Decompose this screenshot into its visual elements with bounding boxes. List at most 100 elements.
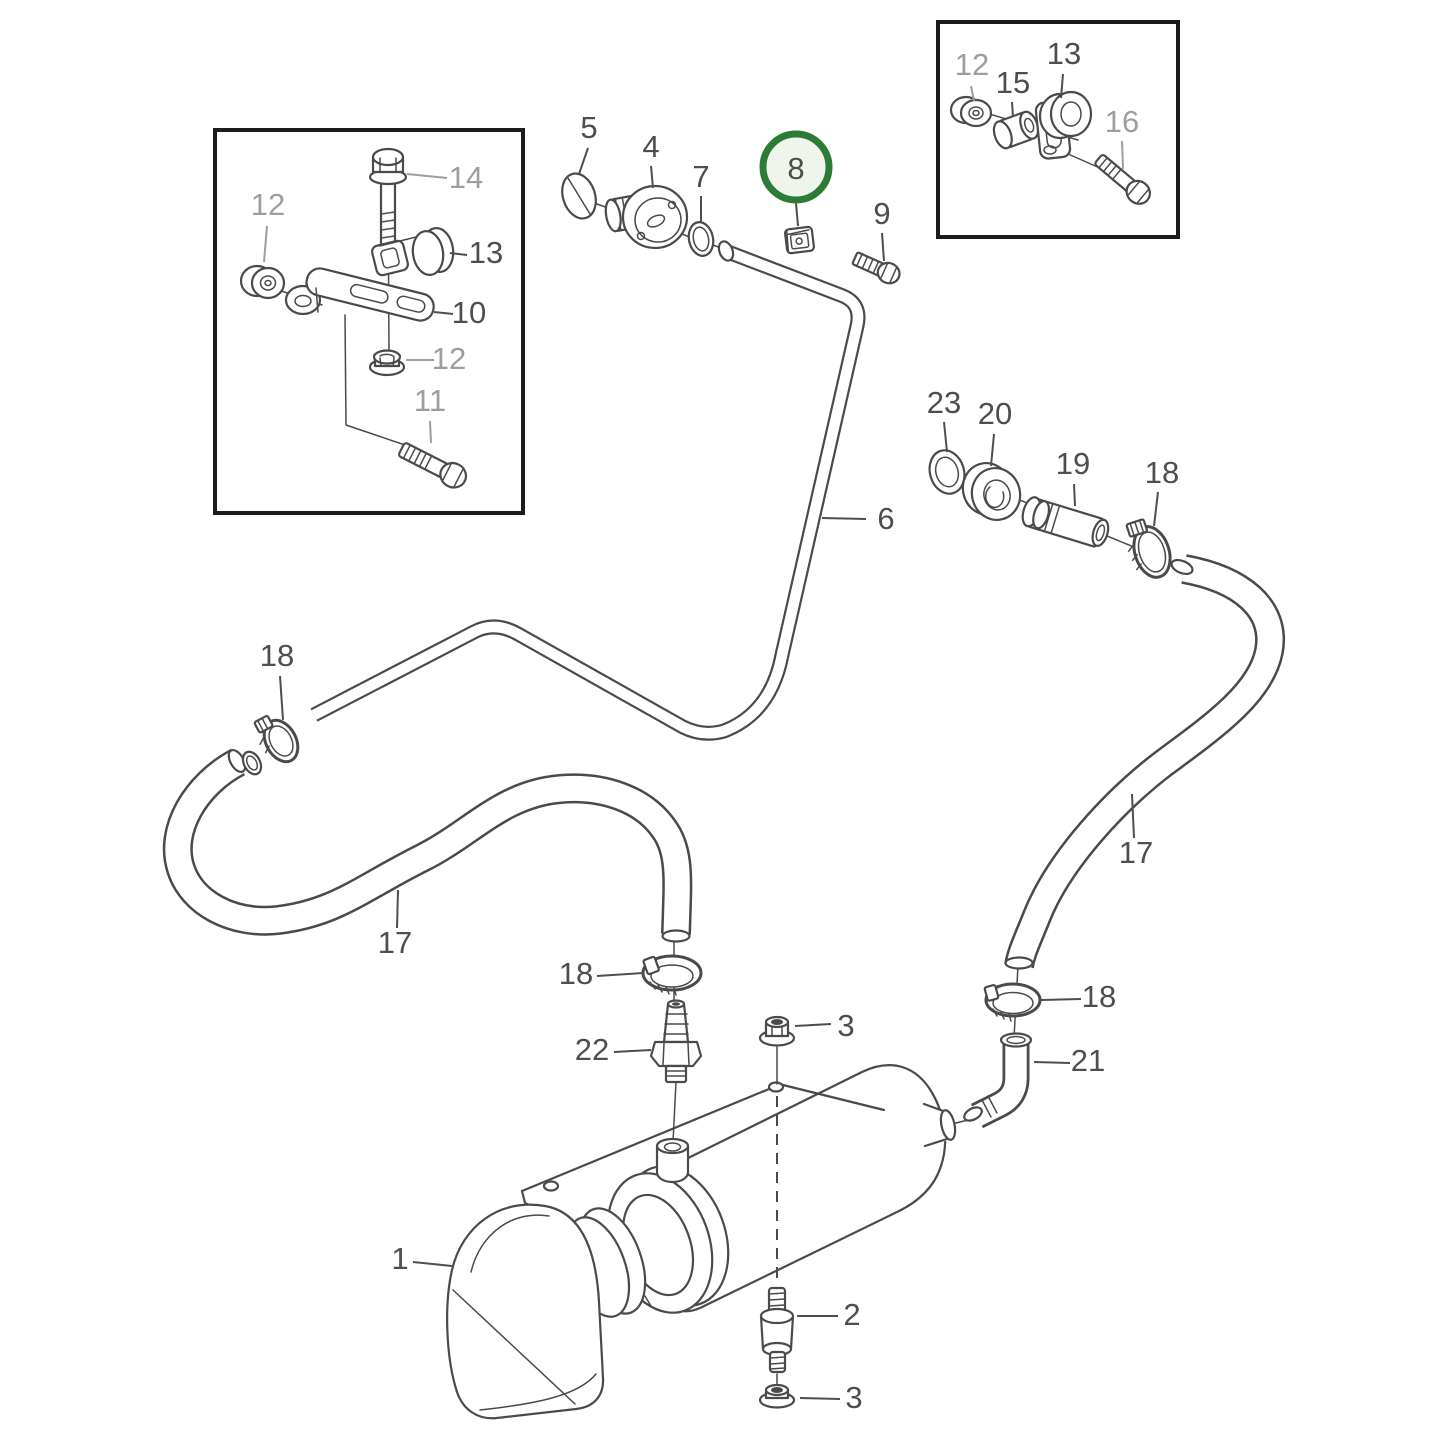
bolt-11 bbox=[398, 442, 468, 489]
hose-opening bbox=[661, 929, 691, 943]
callout-6: 6 bbox=[877, 501, 894, 536]
leader-18-ur bbox=[1153, 491, 1159, 527]
callout-3-upper: 3 bbox=[837, 1008, 854, 1043]
callout-18-upper-right: 18 bbox=[1145, 455, 1179, 490]
nut-12-left-inset bbox=[368, 349, 406, 377]
bracket-10 bbox=[284, 267, 435, 322]
leader-6 bbox=[821, 517, 867, 520]
leader-18-center bbox=[596, 972, 644, 977]
callout-19: 19 bbox=[1056, 446, 1090, 481]
callout-17-left: 17 bbox=[378, 925, 412, 960]
muffler-body bbox=[666, 1064, 947, 1313]
pipe-fitting-19 bbox=[1021, 496, 1110, 548]
callout-3-lower: 3 bbox=[845, 1380, 862, 1415]
inset-box-left bbox=[213, 128, 525, 515]
o-ring-7 bbox=[687, 221, 715, 257]
leader-19 bbox=[1073, 483, 1076, 507]
callout-9: 9 bbox=[873, 196, 890, 231]
nut-20 bbox=[961, 462, 1022, 521]
callout-13-right-inset: 13 bbox=[1047, 36, 1081, 71]
callout-23: 23 bbox=[927, 385, 961, 420]
cover-plate-5 bbox=[561, 172, 597, 220]
leader-16 bbox=[1121, 140, 1124, 170]
leader-4 bbox=[650, 165, 654, 189]
highlight-ring bbox=[759, 130, 833, 204]
callout-21: 21 bbox=[1071, 1043, 1105, 1078]
leader-5 bbox=[578, 147, 589, 175]
leader-lines bbox=[263, 73, 1159, 1400]
hose-opening bbox=[1004, 956, 1034, 970]
elbow-fitting-21 bbox=[963, 1032, 1033, 1129]
leader-21 bbox=[1033, 1061, 1071, 1064]
leader-18-left bbox=[279, 675, 284, 721]
callout-4: 4 bbox=[642, 129, 659, 164]
clamp-13-left-inset bbox=[371, 227, 455, 277]
washer-12-left-inset bbox=[239, 264, 286, 300]
hose-clamp-18-upper-right bbox=[1125, 518, 1172, 579]
leader-10 bbox=[433, 311, 454, 315]
callout-15: 15 bbox=[996, 65, 1030, 100]
leader-17-left bbox=[396, 889, 399, 929]
callout-5: 5 bbox=[580, 110, 597, 145]
clip-nut-8 bbox=[783, 225, 816, 255]
callout-12-left-inset-2: 12 bbox=[432, 341, 466, 376]
leader-15 bbox=[1011, 101, 1014, 118]
callout-13-left-inset: 13 bbox=[469, 235, 503, 270]
callout-12-left-inset: 12 bbox=[251, 187, 285, 222]
leader-9 bbox=[881, 232, 885, 262]
leader-14 bbox=[406, 173, 448, 179]
callout-22: 22 bbox=[575, 1032, 609, 1067]
callout-8-highlighted[interactable]: 8 bbox=[787, 151, 804, 186]
callout-18-center: 18 bbox=[559, 956, 593, 991]
leader-12-li bbox=[263, 225, 268, 263]
callout-labels: 5 4 7 8 9 6 23 20 19 18 18 17 17 18 22 3… bbox=[251, 36, 1179, 1415]
leader-8 bbox=[795, 202, 799, 227]
callout-1: 1 bbox=[391, 1241, 408, 1276]
callout-18-left: 18 bbox=[260, 638, 294, 673]
plate-hole bbox=[767, 1081, 785, 1093]
hose-clamp-18-center bbox=[641, 954, 703, 996]
flange-nut-3-lower bbox=[758, 1383, 796, 1409]
leader-12-ri bbox=[970, 85, 975, 102]
rubber-mount-2 bbox=[759, 1286, 795, 1374]
leader-11 bbox=[429, 420, 432, 444]
seal-ring-23 bbox=[928, 449, 966, 495]
muffler-assembly bbox=[446, 1064, 957, 1420]
callout-16: 16 bbox=[1105, 104, 1139, 139]
muffler-boss bbox=[655, 1137, 690, 1184]
nipple-fitting-22 bbox=[649, 999, 703, 1084]
bushing-15 bbox=[992, 110, 1040, 150]
leader-13-li bbox=[449, 252, 468, 256]
inset-box-right bbox=[936, 20, 1180, 239]
leader-3-upper bbox=[794, 1023, 832, 1027]
callout-20: 20 bbox=[978, 396, 1012, 431]
leader-1 bbox=[412, 1261, 453, 1267]
highlight-part-8[interactable] bbox=[759, 130, 833, 204]
callout-12-right-inset: 12 bbox=[955, 47, 989, 82]
callout-10: 10 bbox=[452, 295, 486, 330]
leader-13-ri bbox=[1060, 73, 1064, 99]
leader-23 bbox=[943, 421, 948, 453]
callout-17-right: 17 bbox=[1119, 835, 1153, 870]
leader-3-lower bbox=[799, 1397, 841, 1400]
plate-hole bbox=[542, 1180, 560, 1192]
leader-22 bbox=[613, 1049, 652, 1053]
hose-clamp-18-left bbox=[241, 714, 300, 776]
callout-18-bottom-right: 18 bbox=[1082, 979, 1116, 1014]
muffler-cowl bbox=[446, 1203, 605, 1420]
hose-17-right bbox=[1004, 554, 1286, 970]
leader-18-br bbox=[1040, 998, 1082, 1001]
connector-fitting-4 bbox=[604, 184, 689, 250]
hose-17-left bbox=[162, 748, 693, 943]
leader-20 bbox=[990, 433, 995, 467]
steel-pipe-6 bbox=[310, 240, 866, 741]
callout-2: 2 bbox=[843, 1297, 860, 1332]
callout-7: 7 bbox=[692, 159, 709, 194]
bolt-9 bbox=[851, 251, 901, 285]
hose-opening bbox=[1170, 558, 1194, 576]
washer-12-right-inset bbox=[949, 95, 993, 128]
clamp-13-right-inset bbox=[1034, 90, 1093, 160]
callout-11: 11 bbox=[414, 383, 446, 418]
